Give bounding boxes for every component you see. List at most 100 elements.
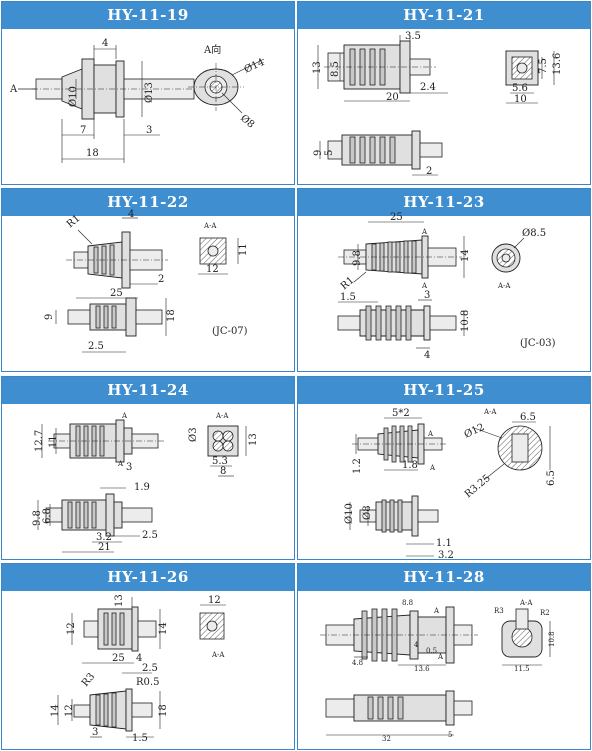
dim-text: 3.5	[405, 31, 421, 42]
model-code: (JC-03)	[520, 338, 556, 349]
dim-text: 1.5	[340, 292, 356, 303]
dim-text: 5	[324, 150, 335, 156]
dim-text: 1.1	[436, 538, 452, 549]
panel-title: HY-11-28	[298, 564, 590, 591]
section-label: A-A	[519, 599, 533, 607]
panel-title: HY-11-23	[298, 189, 590, 216]
dim-text: 25	[112, 653, 125, 664]
dim-text: 18	[166, 309, 177, 322]
dim-text: 12	[66, 622, 77, 635]
dim-text: Ø10	[68, 86, 79, 107]
section-mark: A	[117, 460, 124, 468]
dim-text: 25	[390, 212, 403, 223]
dim-text: 2	[426, 166, 432, 177]
dim-text: 13	[114, 594, 125, 607]
dim-text: 13	[248, 433, 259, 446]
drawing-hy-11-23: 25 A 9.8 R1 14 A Ø8.5 A-A	[337, 212, 556, 361]
drawing-hy-11-28: 8.8 A 4.8 13.6 4 0.5 A A-A R3 R2	[320, 599, 556, 743]
section-label: A-A	[203, 222, 217, 230]
section-mark: A	[421, 282, 428, 290]
dim-text: 3	[126, 462, 132, 473]
dim-text: 4	[102, 38, 108, 49]
dim-text: 8.5	[330, 61, 341, 77]
dim-text: Ø14	[243, 57, 267, 76]
dim-text: 11	[48, 435, 59, 448]
dim-text: 2.5	[142, 530, 158, 541]
dim-text: Ø8.5	[522, 228, 546, 239]
dim-text: 6.5	[520, 412, 536, 423]
panel-title: HY-11-26	[2, 564, 294, 591]
section-label: A-A	[211, 651, 225, 659]
dim-text: 5.6	[512, 83, 528, 94]
panel-hy-11-24: HY-11-24 A 12.7 11 3 A A-A Ø3	[1, 376, 295, 560]
drawing-hy-11-22: R1 4 2 25 9 18 2.5 A-A 11 1	[44, 209, 249, 353]
dim-text: 20	[386, 92, 399, 103]
drawing-hy-11-21: 3.5 13 8.5 20 2.4 9 5 2	[312, 31, 563, 177]
dim-text: 4	[414, 641, 419, 649]
dim-text: R3	[80, 671, 97, 689]
dim-text: 7	[80, 125, 86, 136]
section-label: A-A	[483, 408, 497, 416]
dim-text: 2.4	[420, 82, 436, 93]
dim-text: 13	[312, 61, 323, 74]
dim-text: 5*2	[392, 408, 410, 419]
dim-text: 3	[92, 727, 98, 738]
dim-text: 10	[514, 94, 527, 105]
dim-text: 18	[86, 148, 99, 159]
dim-text: R3	[494, 607, 504, 615]
panel-title: HY-11-19	[2, 2, 294, 29]
dim-text: R3.25	[463, 473, 493, 501]
dim-text: 32	[382, 735, 391, 743]
dim-text: 4	[128, 209, 134, 220]
dim-text: 8.8	[402, 599, 413, 607]
dim-text: 4	[424, 350, 430, 361]
dim-text: R0.5	[136, 677, 159, 688]
panel-hy-11-19: HY-11-19 A 4 Ø10 Ø13 7 3	[1, 1, 295, 185]
dim-text: 25	[110, 288, 123, 299]
dim-text: Ø8	[238, 113, 256, 131]
dim-text: 9	[313, 150, 324, 156]
dim-text: 2.5	[88, 341, 104, 352]
dim-text: 2.5	[142, 663, 158, 674]
section-mark: A	[433, 607, 440, 615]
dim-text: R1	[65, 213, 83, 230]
dim-text: Ø12	[463, 422, 487, 441]
dim-text: 3	[424, 290, 430, 301]
drawing-hy-11-19: A 4 Ø10 Ø13 7 3 18 A向	[9, 38, 267, 163]
dim-text: 3.2	[438, 550, 454, 561]
dim-text: 3.2	[96, 532, 112, 543]
panel-title: HY-11-22	[2, 189, 294, 216]
section-mark: A	[429, 464, 436, 472]
section-mark: A	[427, 430, 434, 438]
dim-text: 11.5	[514, 665, 530, 673]
model-code: (JC-07)	[212, 326, 248, 337]
dim-text: 14	[50, 704, 61, 717]
dim-text: 10.8	[548, 631, 556, 647]
dim-text: 14	[158, 622, 169, 635]
dim-text: 8	[220, 466, 226, 477]
dim-text: 2	[158, 274, 164, 285]
dim-text: 13.6	[414, 665, 430, 673]
dim-text: Ø13	[144, 82, 155, 103]
section-label: A-A	[497, 282, 511, 290]
panel-hy-11-21: HY-11-21 3.5 13 8.5 20 2.4	[297, 1, 591, 185]
dim-text: 3	[146, 125, 152, 136]
dim-text: R1	[339, 275, 357, 292]
dim-text: 12	[208, 595, 221, 606]
panel-hy-11-22: HY-11-22 R1 4 2 25 9	[1, 188, 295, 372]
dim-text: 1.8	[402, 460, 418, 471]
section-mark: A	[421, 228, 428, 236]
panel-hy-11-25: HY-11-25 5*2 A 1.2 1.8 A A-A Ø12 6.	[297, 376, 591, 561]
dim-text: R2	[540, 609, 550, 617]
dim-text: Ø8	[362, 505, 373, 520]
dim-text: 6.8	[42, 508, 53, 524]
dim-text: 12	[206, 264, 219, 275]
dim-text: 1.9	[134, 482, 150, 493]
dim-text: 21	[98, 542, 111, 553]
dim-text: 6.5	[546, 470, 557, 486]
section-mark: A	[121, 412, 128, 420]
dim-text: 18	[158, 704, 169, 717]
view-label-a-direction: A向	[203, 43, 221, 56]
dim-text: 4.8	[352, 659, 363, 667]
